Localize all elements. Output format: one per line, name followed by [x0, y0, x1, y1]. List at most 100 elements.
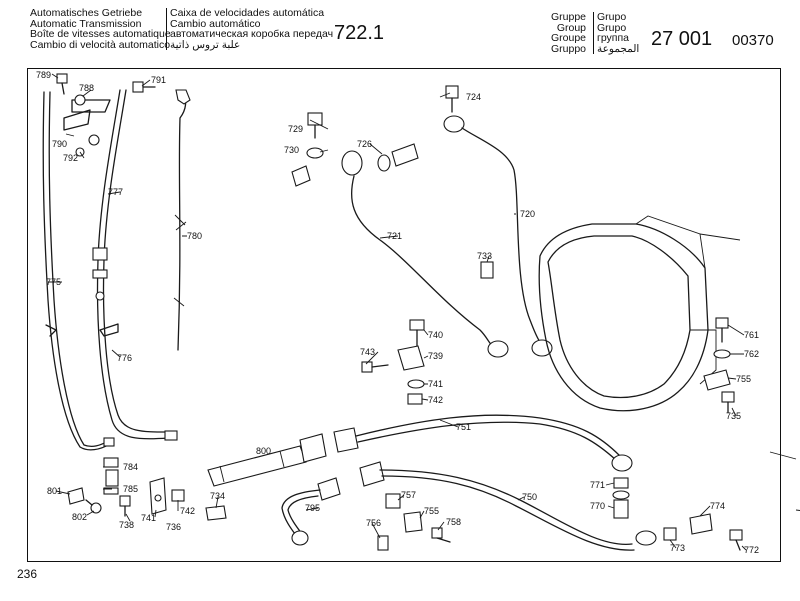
part-label-775: 775 [46, 277, 61, 287]
dipstick-tube-777 [92, 89, 178, 441]
title-portuguese: Caixa de velocidades automática [170, 7, 325, 19]
title-arabic: علبة تروس ذاتية [170, 38, 241, 51]
part-number-labels: 789 788 791 790 792 777 780 775 776 784 … [36, 70, 759, 555]
part-label-755-lower: 755 [424, 506, 439, 516]
fitting-771 [613, 477, 629, 489]
model-number: 722.1 [334, 22, 385, 44]
part-label-741-left: 741 [141, 513, 156, 523]
group-label-arabic: المجموعة [597, 42, 640, 55]
part-label-742-middle: 742 [428, 395, 443, 405]
group-label-russian: группа [597, 32, 630, 44]
part-label-750: 750 [522, 492, 537, 502]
clamp-734 [205, 505, 227, 521]
group-label-italian: Gruppo [551, 42, 587, 55]
part-label-802: 802 [72, 512, 87, 522]
group-label-block-right: Grupo Grupo группа المجموعة [593, 12, 639, 54]
group-label-french: Groupe [551, 32, 587, 44]
part-label-776: 776 [117, 353, 132, 363]
title-block-right: Caixa de velocidades automática Cambio a… [166, 8, 333, 50]
part-label-790: 790 [52, 139, 67, 149]
part-label-726: 726 [357, 139, 372, 149]
bolt-761 [715, 317, 729, 343]
part-label-736: 736 [166, 522, 181, 532]
part-label-740: 740 [428, 330, 443, 340]
part-label-733: 733 [477, 251, 492, 261]
part-label-751: 751 [456, 422, 471, 432]
spacer-756 [377, 535, 389, 551]
title-french: Boîte de vitesses automatique [30, 28, 171, 40]
title-block-left: Automatisches Getriebe Automatic Transmi… [30, 8, 171, 50]
clip-774 [689, 513, 713, 535]
transmission-housing [538, 215, 741, 412]
part-label-800: 800 [256, 446, 271, 456]
bolt-802 [85, 499, 102, 514]
leader-lines [48, 73, 800, 551]
group-label-block-left: Gruppe Group Groupe Gruppo [551, 12, 586, 54]
line-750 [359, 461, 657, 551]
clip-755a [703, 369, 731, 391]
part-label-741-middle: 741 [428, 379, 443, 389]
bracket-736 [149, 477, 167, 515]
part-label-734: 734 [210, 491, 225, 501]
fitting-hose-end [291, 165, 311, 187]
bolt-738 [119, 495, 131, 517]
part-label-738: 738 [119, 520, 134, 530]
bracket-801 [67, 487, 85, 505]
nut-742b [407, 393, 423, 405]
diagram-frame [27, 68, 781, 562]
cable-721 [341, 150, 509, 358]
part-label-801: 801 [47, 486, 62, 496]
bolt-735 [721, 391, 735, 413]
part-label-789: 789 [36, 70, 51, 80]
part-label-762: 762 [744, 349, 759, 359]
part-label-774: 774 [710, 501, 725, 511]
group-label-english: Group [556, 21, 587, 34]
nut-742a [171, 489, 185, 502]
part-label-729: 729 [288, 124, 303, 134]
title-russian: автоматическая коробка передач [170, 28, 334, 40]
spacer-773 [663, 527, 677, 541]
part-label-742-left: 742 [180, 506, 195, 516]
part-label-724: 724 [466, 92, 481, 102]
clip-755b [403, 511, 423, 533]
cable-720 [443, 85, 553, 357]
fitting-784 [103, 457, 119, 495]
bolt-729 [307, 112, 323, 139]
bolt-772 [729, 529, 743, 551]
clip-757 [385, 493, 401, 509]
bolt-758 [431, 527, 451, 543]
part-label-777: 777 [108, 187, 123, 197]
group-label-spanish: Grupo [597, 21, 627, 34]
part-label-784: 784 [123, 462, 138, 472]
clip-776 [45, 323, 119, 337]
part-label-756: 756 [366, 518, 381, 528]
bolt-740 [409, 319, 425, 347]
part-label-792: 792 [63, 153, 78, 163]
title-german: Automatisches Getriebe [30, 7, 143, 19]
part-label-721: 721 [387, 231, 402, 241]
part-label-772: 772 [744, 545, 759, 555]
part-label-743: 743 [360, 347, 375, 357]
part-label-730: 730 [284, 145, 299, 155]
part-label-771: 771 [590, 480, 605, 490]
part-label-780: 780 [187, 231, 202, 241]
title-spanish: Cambio automático [170, 17, 261, 30]
dipstick-tube-775 [42, 91, 115, 451]
page-number: 236 [17, 567, 38, 581]
fitting-726 [377, 143, 419, 172]
part-label-758: 758 [446, 517, 461, 527]
part-label-770: 770 [590, 501, 605, 511]
group-label-portuguese: Grupo [597, 11, 627, 23]
bolt-791 [132, 81, 156, 93]
bracket-792 [63, 94, 111, 157]
title-english: Automatic Transmission [30, 17, 142, 30]
part-label-773: 773 [670, 543, 685, 553]
clip-739 [397, 345, 425, 371]
part-label-735: 735 [726, 411, 741, 421]
bolt-743 [361, 361, 389, 373]
line-795 [281, 477, 341, 546]
part-label-720: 720 [520, 209, 535, 219]
hose-800 [207, 433, 327, 487]
fitting-770 [612, 490, 630, 519]
